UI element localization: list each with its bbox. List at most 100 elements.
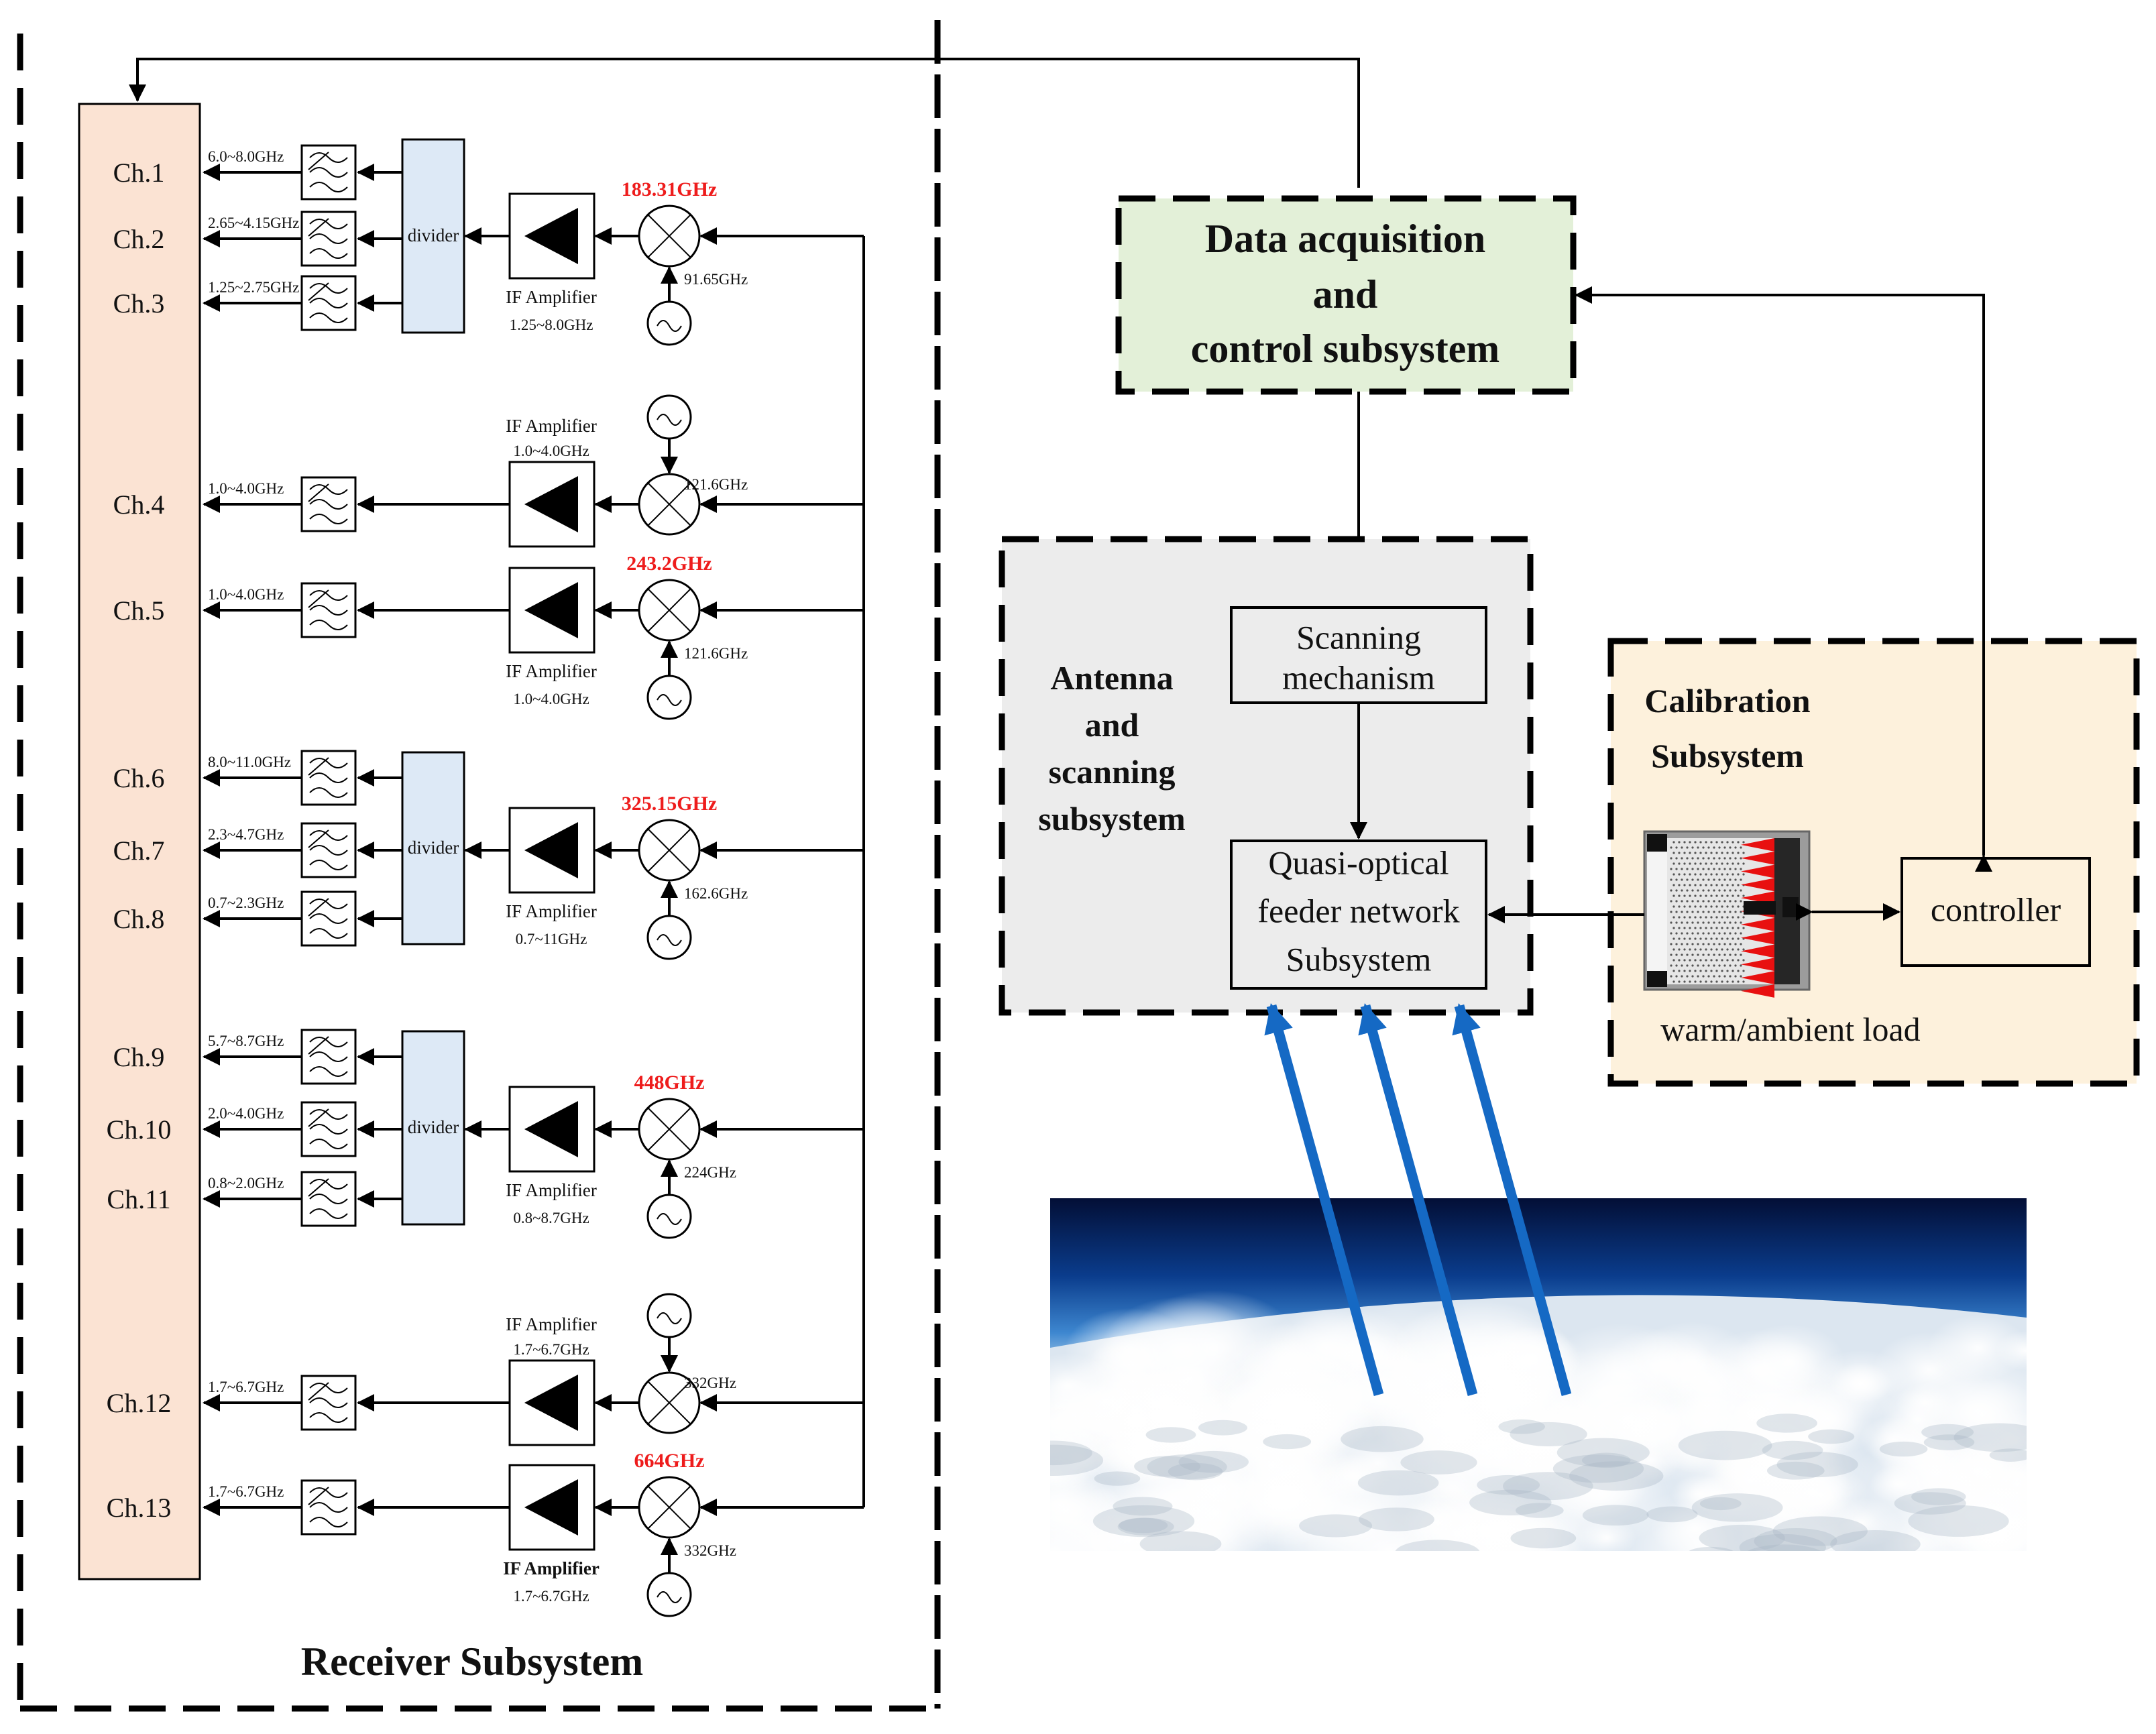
absorber-dot xyxy=(1707,943,1710,945)
absorber-dot xyxy=(1723,932,1726,935)
absorber-dot xyxy=(1734,975,1737,978)
filter-slash xyxy=(308,1382,329,1401)
absorber-dot xyxy=(1721,894,1723,897)
absorber-dot xyxy=(1694,905,1697,908)
absorber-dot xyxy=(1740,921,1742,924)
absorber-dot xyxy=(1691,846,1694,849)
filter-wave-icon xyxy=(309,1502,348,1513)
absorber-dot xyxy=(1694,970,1697,972)
absorber-dot xyxy=(1723,921,1726,924)
filter-slash xyxy=(308,282,329,301)
absorber-dot xyxy=(1702,943,1705,945)
absorber-dot xyxy=(1691,964,1694,967)
filter-wave-icon xyxy=(309,758,348,768)
absorber-dot xyxy=(1675,846,1678,849)
filter-wave-icon xyxy=(309,1383,348,1393)
absorber-dot xyxy=(1681,964,1683,967)
absorber-dot xyxy=(1672,873,1675,876)
if-amplifier-band: 1.25~8.0GHz xyxy=(510,316,593,333)
absorber-dot xyxy=(1672,927,1675,929)
absorber-dot xyxy=(1699,970,1702,972)
cloud-shadow xyxy=(1581,1452,1631,1468)
absorber-dot xyxy=(1740,857,1742,860)
absorber-dot xyxy=(1672,852,1675,854)
absorber-dot xyxy=(1683,916,1686,919)
cloud-shadow xyxy=(1341,1426,1424,1452)
absorber-dot xyxy=(1689,862,1691,865)
cloud-shadow xyxy=(1477,1475,1540,1495)
absorber-dot xyxy=(1683,970,1686,972)
absorber-dot xyxy=(1737,916,1740,919)
absorber-dot xyxy=(1742,916,1745,919)
receiver-title: Receiver Subsystem xyxy=(301,1639,643,1684)
absorber-dot xyxy=(1726,894,1729,897)
absorber-dot xyxy=(1734,921,1737,924)
divider-box xyxy=(401,1030,465,1226)
absorber-dot xyxy=(1681,975,1683,978)
absorber-dot xyxy=(1702,911,1705,913)
absorber-dot xyxy=(1681,953,1683,956)
filter-band-label-11: 0.8~2.0GHz xyxy=(208,1175,284,1192)
filter-wave-icon xyxy=(309,312,348,323)
absorber-dot xyxy=(1681,868,1683,870)
filter-wave-icon xyxy=(309,830,348,841)
absorber-dot xyxy=(1689,937,1691,940)
absorber-dot xyxy=(1691,868,1694,870)
absorber-dot xyxy=(1705,916,1707,919)
absorber-dot xyxy=(1721,916,1723,919)
cloud-shadow xyxy=(1953,1423,2027,1452)
filter-slash xyxy=(308,1108,329,1127)
absorber-dot xyxy=(1678,948,1681,951)
absorber-dot xyxy=(1686,953,1689,956)
divider-2: divider xyxy=(357,751,465,945)
antenna-label-3: scanning xyxy=(1049,753,1176,791)
absorber-dot xyxy=(1710,980,1713,983)
absorber-dot xyxy=(1689,970,1691,972)
cloud-puff xyxy=(1733,1324,1846,1399)
bandpass-filter-2 xyxy=(203,211,357,267)
absorber-dot xyxy=(1713,846,1715,849)
absorber-dot xyxy=(1723,889,1726,892)
mixer-cross xyxy=(647,482,691,526)
absorber-dot xyxy=(1681,889,1683,892)
cloud-shadow xyxy=(1168,1462,1223,1481)
filter-band-label-10: 2.0~4.0GHz xyxy=(208,1105,284,1122)
absorber-dot xyxy=(1699,916,1702,919)
absorber-dot xyxy=(1726,959,1729,962)
absorber-dot xyxy=(1691,932,1694,935)
absorber-dot xyxy=(1734,878,1737,881)
absorber-dot xyxy=(1729,921,1732,924)
mixer-cross xyxy=(647,588,691,632)
absorber-dot xyxy=(1686,964,1689,967)
absorber-dot xyxy=(1705,927,1707,929)
absorber-dot xyxy=(1707,932,1710,935)
absorber-dot xyxy=(1675,911,1678,913)
absorber-dot xyxy=(1699,873,1702,876)
channel-bar xyxy=(78,103,201,1580)
absorber-dot xyxy=(1686,932,1689,935)
absorber-dot xyxy=(1697,878,1699,881)
absorber-dot xyxy=(1675,878,1678,881)
scanning-line-2: mechanism xyxy=(1282,658,1435,696)
absorber-dot xyxy=(1689,948,1691,951)
absorber-dot xyxy=(1697,943,1699,945)
absorber-dot xyxy=(1683,894,1686,897)
absorber-dot xyxy=(1699,894,1702,897)
absorber-dot xyxy=(1726,937,1729,940)
if-amplifier-band: 0.7~11GHz xyxy=(516,931,587,947)
cloud-shadow xyxy=(1719,1554,1758,1566)
feeder-line-3: Subsystem xyxy=(1286,940,1432,978)
cloud-shadow xyxy=(1678,1430,1772,1460)
absorber-dot xyxy=(1729,911,1732,913)
if-amplifier-band: 1.0~4.0GHz xyxy=(513,443,589,459)
cloud-shadow xyxy=(1911,1488,1966,1505)
bandpass-filter-10 xyxy=(203,1101,357,1157)
cloud-shadow xyxy=(1263,1434,1312,1450)
absorber-dot xyxy=(1707,868,1710,870)
absorber-dot xyxy=(1702,975,1705,978)
absorber-dot xyxy=(1697,846,1699,849)
bandpass-filter-4 xyxy=(203,476,357,532)
cloud-shadow xyxy=(1699,1497,1742,1511)
filter-wave-icon xyxy=(309,605,348,616)
absorber-dot xyxy=(1742,894,1745,897)
